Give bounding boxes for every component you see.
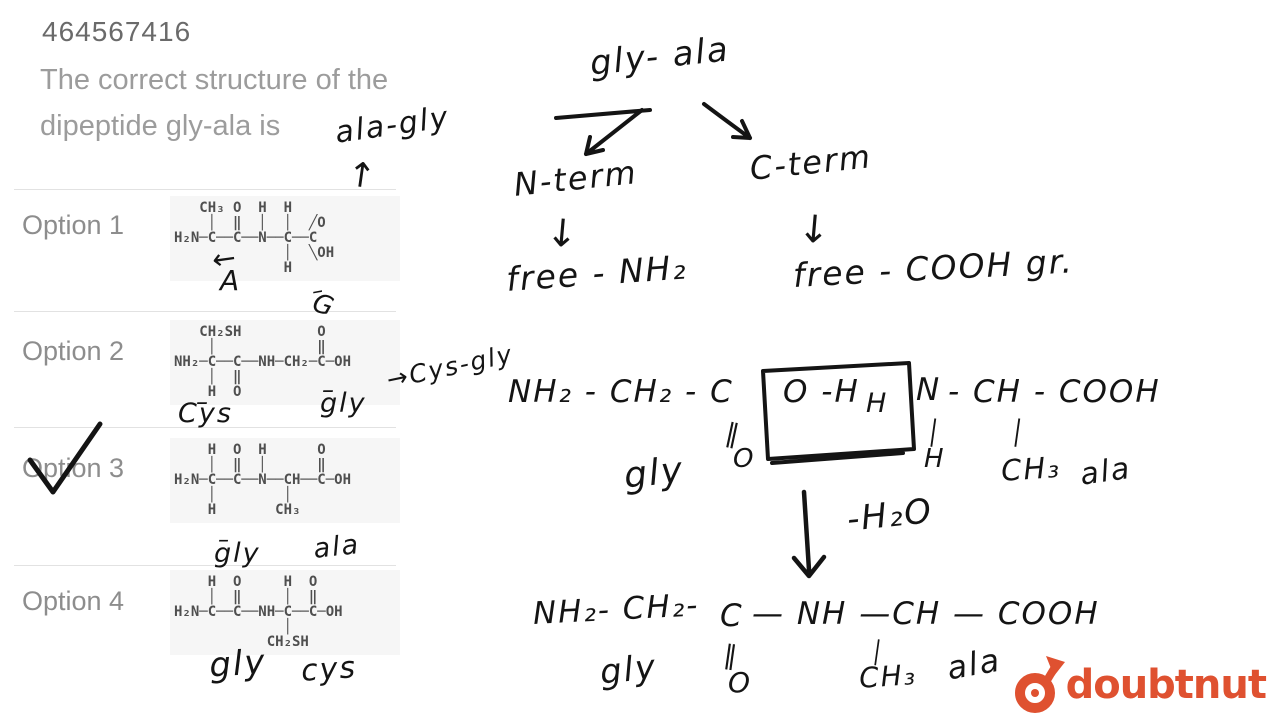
option-2-structure: CH₂SH O │ ‖ NH₂─C──C──NH─CH₂─C─OH │ ‖ H …	[170, 320, 400, 405]
divider	[14, 427, 396, 428]
condensation-down-arrow-icon	[791, 489, 827, 579]
hw-eq1-nh: H	[924, 444, 946, 474]
hw-gly-ala-title: gly- ala	[588, 29, 732, 84]
hw-c-term: C-term	[748, 137, 874, 188]
hw-n-term-down-arrow: ↓	[544, 210, 582, 257]
option-3-label[interactable]: Option 3	[22, 453, 125, 483]
hw-eq1-gly-label: gly	[622, 449, 687, 497]
hw-eq1-right: - CH - COOH	[948, 374, 1161, 410]
doubtnut-logo: doubtnut	[1010, 654, 1267, 716]
hw-opt3-ala-label: ala	[312, 529, 362, 565]
doubtnut-logo-text: doubtnut	[1065, 662, 1267, 708]
hw-free-nh2: free - NH₂	[505, 247, 689, 299]
hw-eq2-c: C	[720, 598, 744, 634]
option-1-label[interactable]: Option 1	[22, 210, 125, 240]
hw-box-oh: O -H	[783, 374, 860, 410]
hw-opt3-gly-label: gly	[214, 538, 261, 569]
question-text-line1: The correct structure of the	[40, 64, 389, 96]
hw-n-term: N-term	[512, 153, 640, 204]
hw-eq2-ch3: CH₃	[858, 657, 919, 695]
option-1-structure: CH₃ O H H │ ‖ │ │ ╱O H₂N─C──C──N──C──C │…	[170, 196, 400, 281]
hw-opt4-cys-label: cys	[300, 650, 359, 689]
divider	[14, 189, 396, 190]
option-2-label[interactable]: Option 2	[22, 336, 125, 366]
hw-eq1-o: O	[733, 444, 756, 474]
hw-minus-h2o: -H₂O	[845, 490, 935, 540]
hw-c-term-down-arrow: ↓	[796, 206, 834, 253]
hw-free-cooh: free - COOH gr.	[792, 241, 1075, 295]
question-text-line2: dipeptide gly-ala is	[40, 110, 281, 142]
divider	[14, 565, 396, 566]
arrow-to-n-term-icon	[584, 108, 644, 156]
hw-opt2-gly-dash: –	[322, 376, 336, 404]
gly-underline	[554, 108, 652, 120]
hw-opt3-gly-dash: –	[218, 528, 231, 553]
option-3-structure: H O H O │ ‖ │ ‖ H₂N─C──C──N──CH──C─OH │ …	[170, 438, 400, 523]
hw-eq1-ala-label: ala	[1078, 450, 1134, 493]
hw-up-arrow: ↑	[344, 154, 381, 198]
doubtnut-logo-icon	[1014, 656, 1065, 713]
hw-opt2-cys-label: Cys	[178, 398, 233, 429]
hw-opt2-cys-dash: –	[196, 388, 210, 416]
hw-eq2-left: NH₂- CH₂-	[532, 587, 701, 632]
option-4-label[interactable]: Option 4	[22, 586, 125, 616]
hw-opt4-gly-label: gly	[208, 642, 268, 686]
divider	[14, 311, 396, 312]
option-4-structure: H O H O │ ‖ │ ‖ H₂N─C──C──NH─C──C─OH │ C…	[170, 570, 400, 655]
arrow-to-c-term-icon	[702, 102, 752, 140]
hw-eq1-n: N	[916, 372, 942, 408]
hw-ala-gly: ala-gly	[333, 99, 452, 151]
hw-eq2-ala-label: ala	[944, 640, 1004, 688]
hw-cys-gly-note: →Cys-gly	[384, 339, 517, 395]
hw-eq2-o: O	[728, 666, 753, 699]
hw-eq1-ch3: CH₃	[1000, 449, 1062, 488]
hw-eq2-right: — NH —CH — COOH	[752, 596, 1100, 632]
hw-eq2-gly-label: gly	[598, 647, 660, 693]
hw-opt2-gly-label: gly	[320, 388, 367, 419]
question-id: 464567416	[42, 16, 192, 47]
hw-eq1-left: NH₂ - CH₂ - C	[508, 374, 734, 410]
hw-eq1-ch-bond: │	[1008, 418, 1029, 449]
hw-box-h: H	[866, 388, 889, 419]
hw-opt1-a-label: A	[220, 264, 242, 297]
